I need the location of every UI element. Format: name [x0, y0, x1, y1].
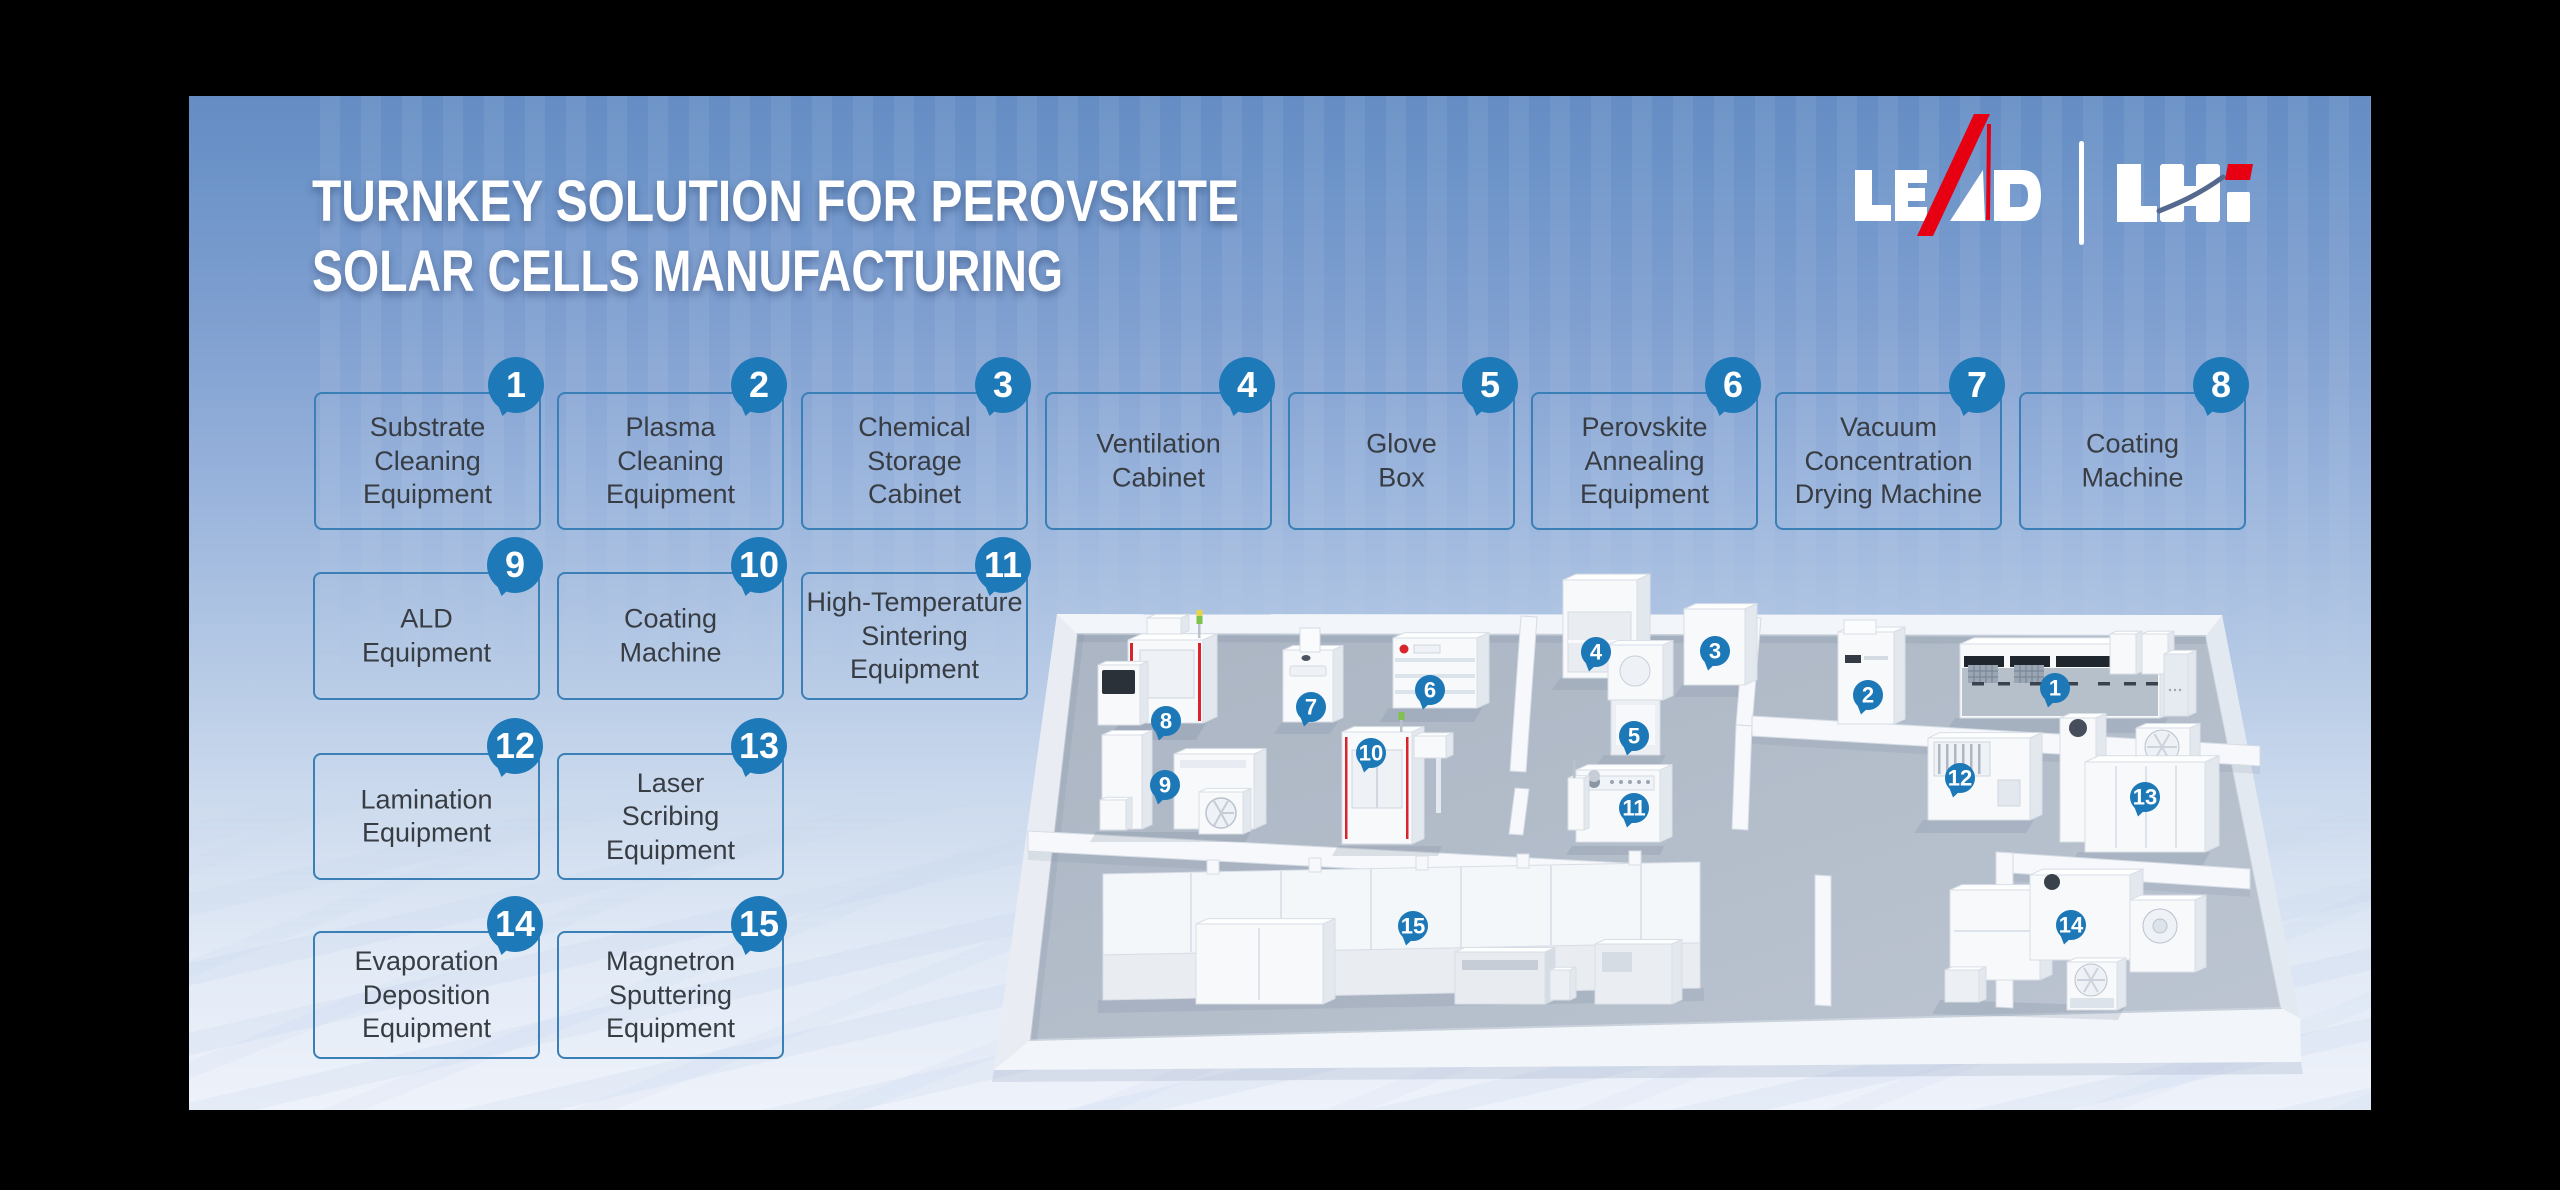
svg-text:14: 14 — [2059, 913, 2084, 938]
svg-text:3: 3 — [1709, 639, 1721, 664]
svg-text:4: 4 — [1237, 364, 1257, 405]
svg-text:11: 11 — [1622, 796, 1645, 821]
svg-text:15: 15 — [1401, 914, 1425, 939]
svg-text:13: 13 — [739, 725, 779, 766]
svg-text:8: 8 — [1160, 709, 1172, 734]
svg-text:13: 13 — [2133, 785, 2157, 810]
svg-text:15: 15 — [739, 903, 779, 944]
svg-text:1: 1 — [506, 364, 526, 405]
svg-text:10: 10 — [1359, 741, 1383, 766]
svg-text:3: 3 — [993, 364, 1013, 405]
svg-text:2: 2 — [749, 364, 769, 405]
svg-text:2: 2 — [1862, 683, 1874, 708]
svg-text:9: 9 — [1159, 773, 1171, 798]
svg-text:9: 9 — [505, 544, 525, 585]
svg-text:11: 11 — [984, 544, 1022, 585]
svg-text:6: 6 — [1723, 364, 1743, 405]
svg-text:4: 4 — [1590, 640, 1603, 665]
svg-text:12: 12 — [1948, 766, 1972, 791]
svg-text:7: 7 — [1967, 364, 1987, 405]
svg-text:10: 10 — [739, 544, 779, 585]
svg-text:8: 8 — [2211, 364, 2231, 405]
svg-text:6: 6 — [1424, 678, 1436, 703]
svg-text:7: 7 — [1305, 695, 1317, 720]
svg-text:5: 5 — [1628, 724, 1640, 749]
svg-text:5: 5 — [1480, 364, 1500, 405]
svg-text:14: 14 — [495, 903, 535, 944]
svg-text:12: 12 — [495, 725, 535, 766]
svg-text:1: 1 — [2049, 676, 2061, 701]
